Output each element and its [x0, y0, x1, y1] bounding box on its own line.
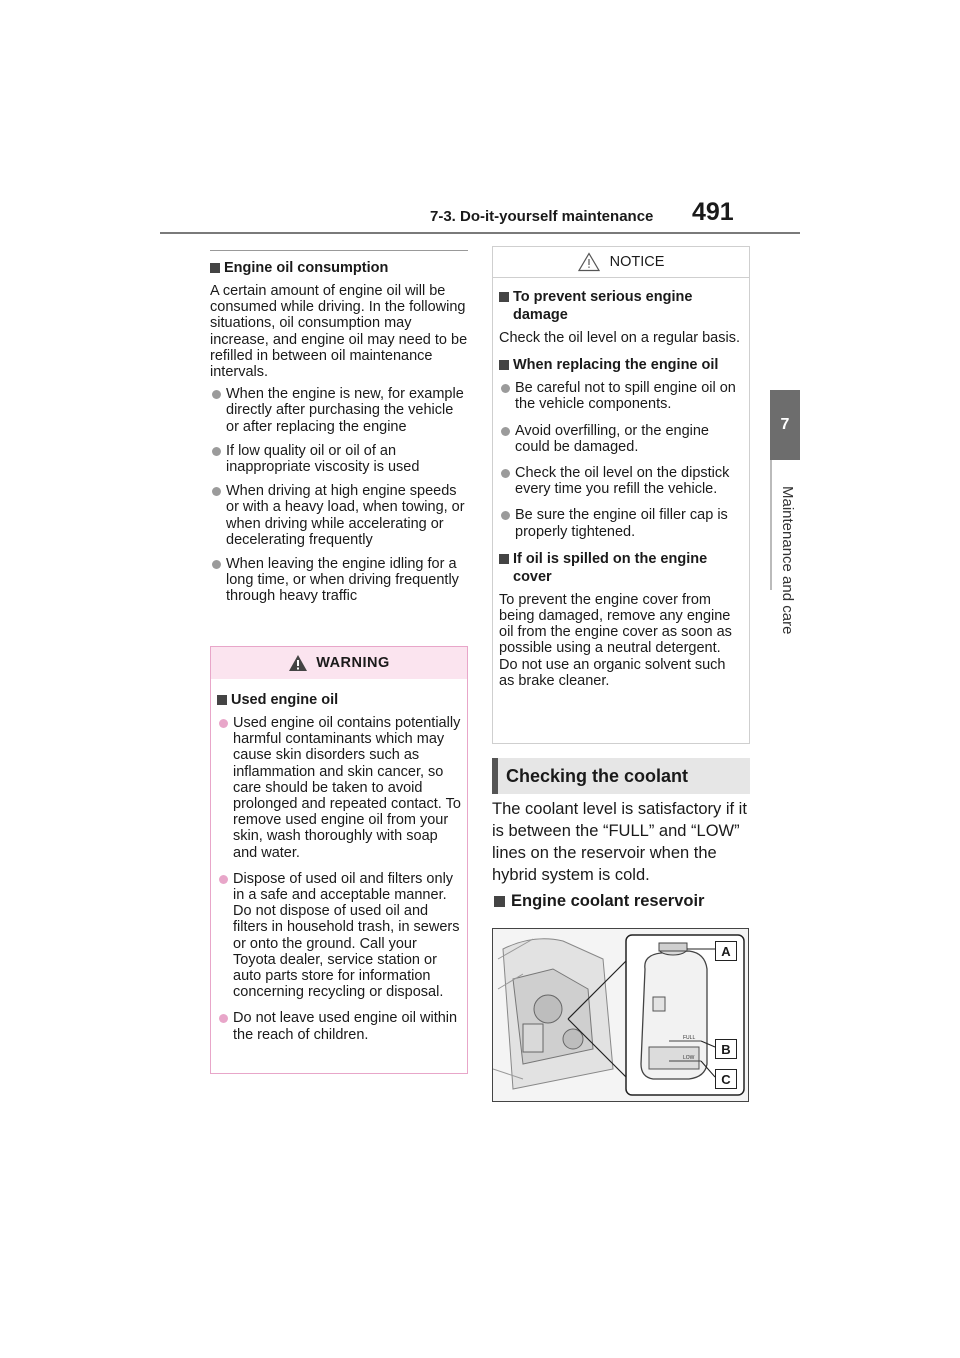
coolant-reservoir-illustration: FULL LOW A B C	[492, 928, 749, 1102]
notice-header: NOTICE	[493, 247, 749, 278]
section-heading: Engine oil consumption	[210, 259, 470, 277]
bullet-dot-icon	[219, 719, 228, 728]
notice-paragraph: Check the oil level on a regular basis.	[499, 330, 740, 346]
full-mark: FULL	[683, 1035, 695, 1041]
list-item: Avoid overfilling, or the engine could b…	[499, 423, 743, 455]
label-b: B	[715, 1039, 737, 1059]
intro-paragraph: A certain amount of engine oil will be c…	[210, 283, 468, 381]
chapter-label: Maintenance and care	[779, 486, 796, 635]
bullet-dot-icon	[212, 560, 221, 570]
bullet-dot-icon	[501, 511, 510, 521]
square-bullet-icon	[499, 292, 509, 302]
notice-box: NOTICE To prevent serious engine damage …	[492, 246, 750, 744]
warning-box: WARNING Used engine oil Used engine oil …	[210, 646, 468, 1074]
coolant-subheading: Engine coolant reservoir	[492, 892, 750, 911]
section-title: 7-3. Do-it-yourself maintenance	[430, 208, 654, 225]
bullet-dot-icon	[501, 469, 510, 479]
square-bullet-icon	[210, 263, 220, 273]
chapter-tab-rule	[770, 460, 772, 590]
warning-header: WARNING	[211, 647, 467, 679]
list-item: When driving at high engine speeds or wi…	[210, 483, 470, 548]
notice-paragraph: To prevent the engine cover from being d…	[499, 591, 732, 689]
section-rule	[210, 250, 468, 251]
engine-bay-drawing: FULL LOW	[493, 929, 748, 1101]
list-item: When leaving the engine idling for a lon…	[210, 556, 470, 605]
engine-oil-consumption-section: Engine oil consumption A certain amount …	[210, 250, 470, 613]
list-item: Do not leave used engine oil within the …	[217, 1010, 461, 1043]
coolant-heading: Checking the coolant	[492, 758, 750, 794]
label-a: A	[715, 941, 737, 961]
caution-triangle-icon	[577, 252, 600, 272]
list-item: Be careful not to spill engine oil on th…	[499, 380, 743, 412]
bullet-dot-icon	[212, 446, 221, 456]
warning-triangle-icon	[289, 655, 308, 671]
coolant-paragraph: The coolant level is satisfactory if it …	[492, 800, 747, 884]
bullet-dot-icon	[501, 426, 510, 436]
low-mark: LOW	[683, 1055, 695, 1061]
bullet-dot-icon	[219, 874, 228, 884]
square-bullet-icon	[494, 896, 505, 907]
list-item: Be sure the engine oil filler cap is pro…	[499, 507, 743, 540]
list-item: Dispose of used oil and filters only in …	[217, 871, 461, 1001]
bullet-dot-icon	[219, 1014, 228, 1024]
bullet-dot-icon	[212, 487, 221, 497]
header-rule	[160, 232, 800, 234]
list-item: Used engine oil contains potentially har…	[217, 715, 461, 861]
warning-heading: Used engine oil	[217, 691, 461, 709]
label-c: C	[715, 1069, 737, 1089]
chapter-number: 7	[770, 390, 800, 460]
notice-heading: When replacing the engine oil	[499, 356, 743, 374]
list-item: When the engine is new, for example dire…	[210, 386, 470, 435]
bullet-dot-icon	[501, 384, 510, 394]
square-bullet-icon	[217, 695, 227, 705]
square-bullet-icon	[499, 553, 509, 564]
notice-heading: If oil is spilled on the engine cover	[499, 550, 743, 586]
list-item: Check the oil level on the dipstick ever…	[499, 465, 743, 497]
page-number: 491	[692, 198, 734, 226]
list-item: If low quality oil or oil of an inapprop…	[210, 443, 470, 475]
bullet-dot-icon	[212, 390, 221, 400]
square-bullet-icon	[499, 360, 509, 371]
chapter-tab: 7 Maintenance and care	[770, 390, 800, 990]
notice-heading: To prevent serious engine damage	[499, 288, 743, 324]
